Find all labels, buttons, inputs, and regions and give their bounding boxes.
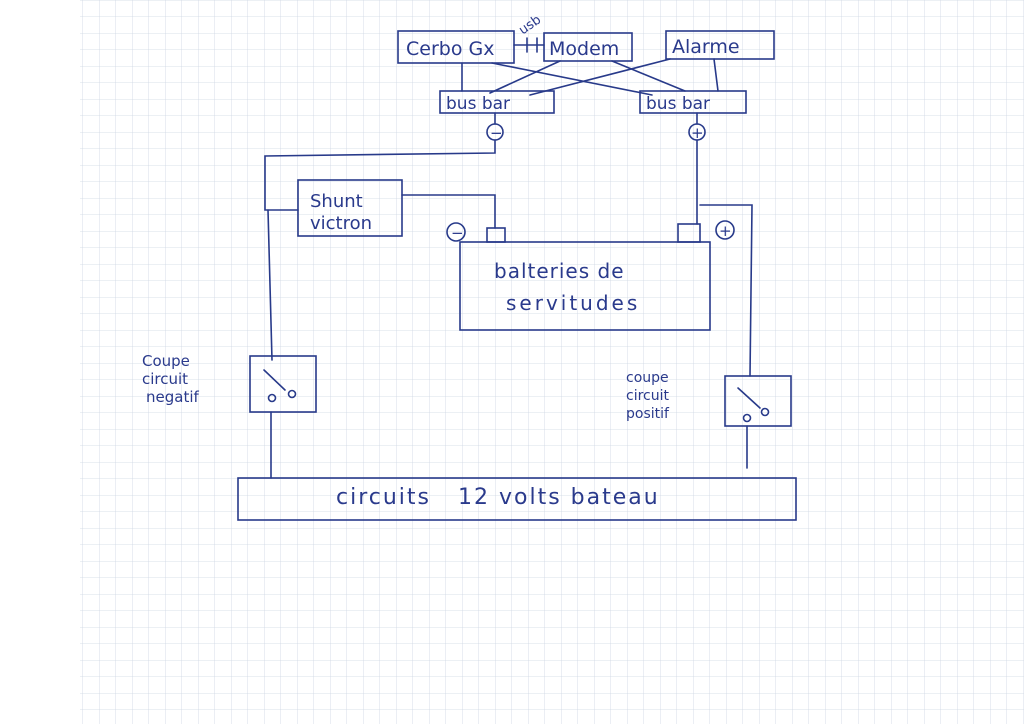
battery-pos-post <box>677 223 701 243</box>
negative-cutoff-contact-b <box>287 389 297 399</box>
cb-pos-label-3: positif <box>626 406 670 422</box>
shunt-to-battery-wire <box>401 194 496 229</box>
modem-box <box>543 32 633 62</box>
positive-cutoff-box <box>724 375 792 427</box>
battery-pos-sign: + <box>719 222 732 240</box>
modem-label: Modem <box>549 38 619 60</box>
battery-label-1: balteries de <box>494 259 625 283</box>
circuits-label: circuits 12 volts bateau <box>336 485 660 510</box>
cb-neg-label-1: Coupe <box>142 352 190 370</box>
modem-to-busbar-pos <box>611 60 686 92</box>
alarme-box <box>665 30 775 60</box>
shunt-box <box>297 179 403 237</box>
battery-pos-mark <box>715 220 735 240</box>
positive-cutoff-contact-b <box>760 407 770 417</box>
graph-paper-grid <box>80 0 1024 724</box>
negative-cutoff-switch <box>263 369 286 391</box>
positive-cutoff-contact-a <box>742 413 752 423</box>
battery-neg-mark <box>446 222 466 242</box>
busbar-positive-sign: + <box>691 124 704 142</box>
negative-main-wire <box>264 139 496 211</box>
circuits-box <box>237 477 797 521</box>
modem-to-busbar-neg <box>489 60 561 94</box>
busbar-positive-label: bus bar <box>646 94 710 114</box>
busbar-negative-box <box>439 90 555 114</box>
battery-label-2: servitudes <box>506 291 640 315</box>
paper-margin <box>0 0 80 724</box>
negative-cutoff-contact-a <box>267 393 277 403</box>
battery-neg-post <box>486 227 506 243</box>
negative-down-wire <box>267 209 273 361</box>
alarme-label: Alarme <box>672 36 740 58</box>
alarme-to-busbar-pos <box>713 58 719 92</box>
shunt-label-2: victron <box>310 213 372 234</box>
busbar-negative-label: bus bar <box>446 94 510 114</box>
positive-cutoff-switch <box>737 387 761 409</box>
cerbo-box <box>397 30 515 64</box>
cb-pos-label-2: circuit <box>626 388 669 404</box>
cerbo-label: Cerbo Gx <box>406 38 494 60</box>
alarme-to-busbar-neg <box>529 58 671 96</box>
cb-neg-label-2: circuit <box>142 370 188 388</box>
shunt-label-1: Shunt <box>310 191 363 212</box>
battery-neg-sign: − <box>451 224 464 242</box>
negative-cutoff-box <box>249 355 317 413</box>
battery-pos-to-cutoff <box>699 204 753 377</box>
battery-box <box>459 241 711 331</box>
usb-link <box>513 37 545 53</box>
busbar-negative-sign: − <box>490 124 503 142</box>
cb-pos-label-1: coupe <box>626 370 669 386</box>
cerbo-to-busbar-pos <box>491 62 653 96</box>
busbar-positive-box <box>639 90 747 114</box>
cb-neg-label-3: negatif <box>146 388 199 406</box>
